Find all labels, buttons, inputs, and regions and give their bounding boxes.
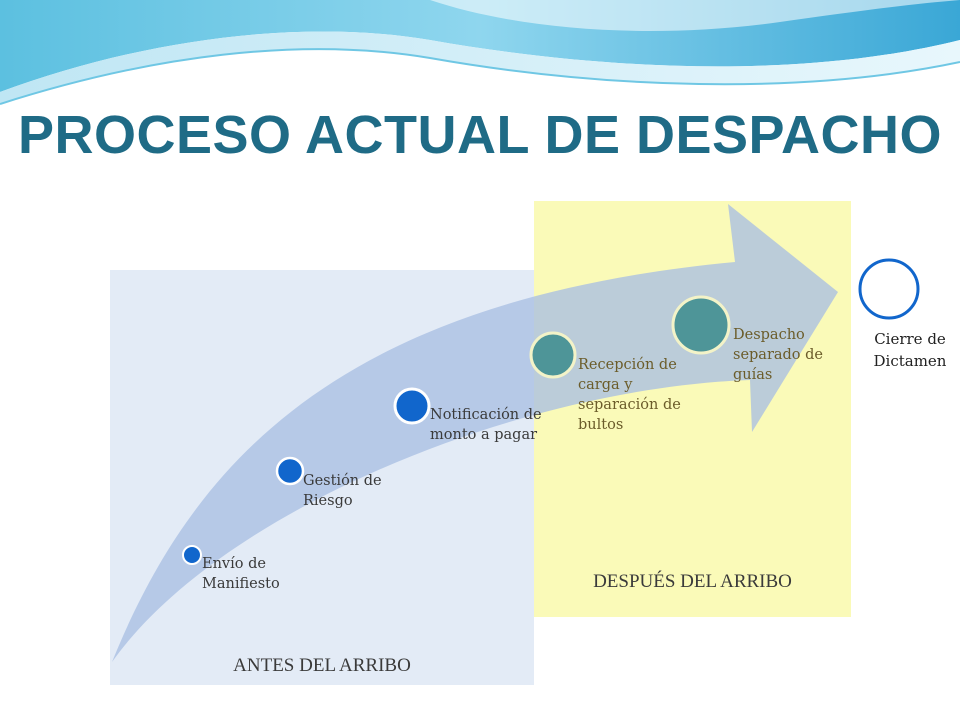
step-node-gestion-riesgo: [275, 456, 305, 486]
process-arrow: [112, 204, 838, 662]
final-step-label: Cierre de Dictamen: [873, 330, 947, 370]
final-node-cierre-dictamen: [858, 258, 920, 320]
step-label-notificacion-monto: Notificación de monto a pagar: [430, 407, 542, 443]
step-label-envio-manifiesto: Envío de Manifiesto: [202, 556, 280, 592]
step-node-despacho-guias: [671, 295, 731, 355]
step-label-recepcion-carga: Recepción de carga y separación de bulto…: [578, 357, 681, 433]
step-node-notificacion-monto: [393, 387, 431, 425]
header-wave-decoration: [0, 0, 960, 105]
phase-label-before: ANTES DEL ARRIBO: [233, 655, 411, 676]
step-label-gestion-riesgo: Gestión de Riesgo: [303, 473, 382, 509]
phase-label-after: DESPUÉS DEL ARRIBO: [593, 571, 792, 592]
page-title: PROCESO ACTUAL DE DESPACHO: [17, 105, 943, 165]
step-label-despacho-guias: Despacho separado de guías: [733, 327, 824, 383]
step-node-envio-manifiesto: [182, 545, 202, 565]
step-node-recepcion-carga: [529, 331, 577, 379]
